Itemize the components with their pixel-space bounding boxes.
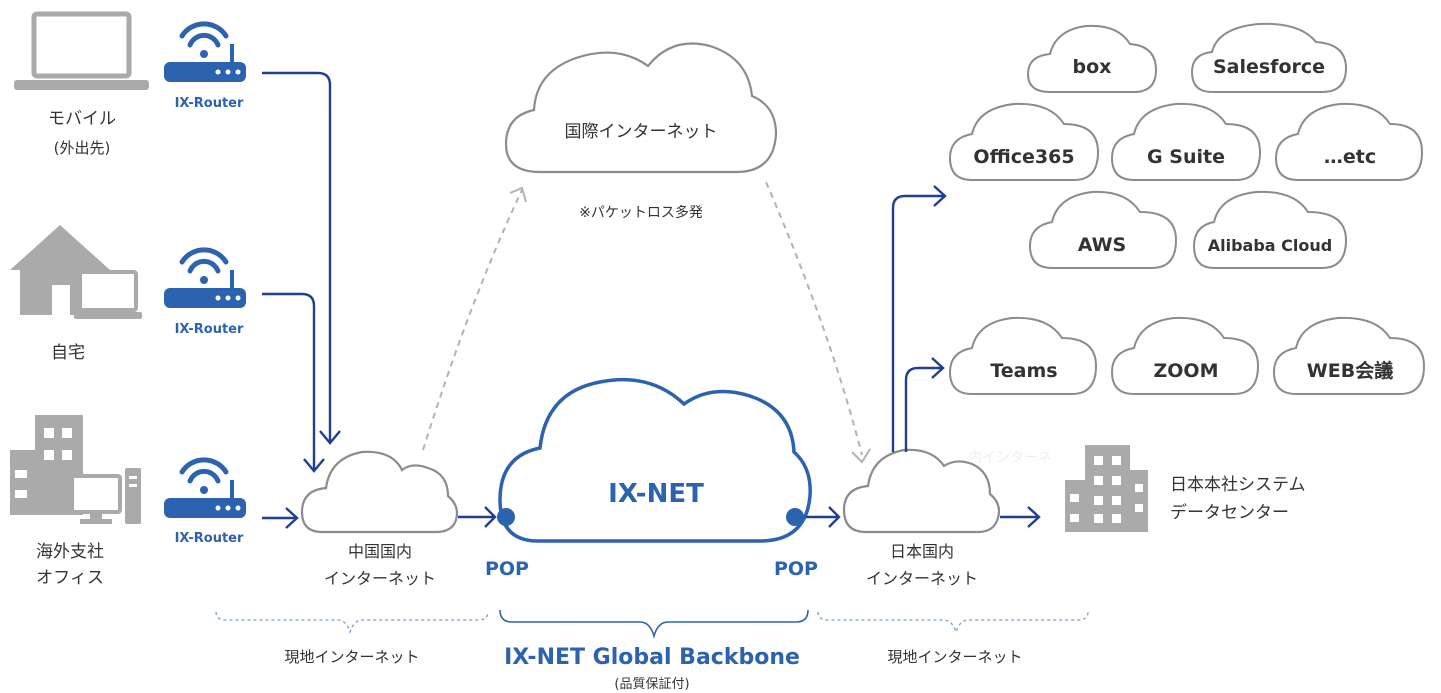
service-cloud-etc: …etc	[1274, 102, 1424, 181]
flow-arrow-china-to-pop	[458, 506, 497, 528]
router-icon	[164, 457, 246, 518]
flow-arrow-office	[262, 507, 299, 529]
pop-left-label: POP	[485, 558, 529, 580]
service-label-etc: …etc	[1324, 146, 1376, 168]
packet-loss-note: ※パケットロス多発	[579, 204, 703, 221]
mobile-sublabel: (外出先)	[54, 139, 111, 157]
flow-arrow-mobile	[262, 71, 341, 445]
router-icon	[164, 21, 246, 82]
flow-arrow-to-cloud-services	[891, 185, 947, 452]
service-label-zoom: ZOOM	[1154, 360, 1219, 382]
office-building-icon	[10, 415, 141, 524]
japan-internet-label: 日本国内	[890, 542, 954, 561]
bracket-ixnet-backbone	[499, 609, 809, 639]
dashed-arrow-to-japan	[765, 181, 871, 464]
flow-arrow-home	[262, 292, 325, 473]
hq-building-icon	[1065, 445, 1148, 532]
china-internet-label: 中国国内	[348, 542, 412, 561]
service-cloud-web-meeting: WEB会議	[1272, 316, 1426, 395]
pop-left-node	[497, 508, 515, 526]
router-label-mobile: IX-Router	[175, 96, 244, 111]
hq-label: 日本本社システム	[1170, 475, 1306, 495]
service-label-box: box	[1073, 56, 1112, 78]
service-label-alibaba: Alibaba Cloud	[1208, 236, 1332, 255]
flow-arrow-to-meeting-services	[904, 357, 945, 452]
service-label-office365: Office365	[973, 146, 1074, 168]
japan-internet-sublabel: インターネット	[866, 569, 978, 588]
service-label-gsuite: G Suite	[1147, 146, 1225, 168]
dashed-arrow-to-intl	[422, 186, 527, 451]
service-label-teams: Teams	[990, 360, 1057, 382]
flow-arrow-to-hq	[1000, 506, 1041, 528]
router-icon	[164, 247, 246, 308]
hq-sublabel: データセンター	[1170, 502, 1289, 523]
service-cloud-gsuite: G Suite	[1110, 102, 1262, 181]
japan-internet-cloud	[842, 448, 1001, 534]
service-cloud-alibaba: Alibaba Cloud	[1192, 190, 1348, 269]
service-label-salesforce: Salesforce	[1213, 56, 1325, 78]
service-cloud-aws: AWS	[1028, 190, 1178, 269]
router-label-home: IX-Router	[175, 322, 244, 337]
service-cloud-office365: Office365	[948, 102, 1100, 181]
router-label-office: IX-Router	[175, 531, 244, 546]
pop-right-label: POP	[774, 558, 818, 580]
office-sublabel: オフィス	[36, 568, 104, 588]
ixnet-label: IX-NET	[608, 479, 704, 509]
service-cloud-zoom: ZOOM	[1110, 316, 1260, 395]
bracket-local-internet-left	[215, 611, 489, 635]
service-cloud-teams: Teams	[948, 316, 1098, 395]
bracket-local-internet-right	[817, 611, 1089, 635]
service-label-aws: AWS	[1078, 234, 1127, 256]
intl-internet-cloud	[504, 42, 778, 174]
house-icon	[10, 225, 142, 319]
office-label: 海外支社	[36, 542, 104, 562]
laptop-icon	[14, 11, 149, 90]
local-internet-label-right: 現地インターネット	[887, 648, 1022, 666]
mobile-label: モバイル	[48, 109, 116, 129]
service-label-web-meeting: WEB会議	[1307, 359, 1393, 382]
china-internet-sublabel: インターネット	[324, 569, 436, 588]
service-cloud-salesforce: Salesforce	[1190, 22, 1348, 93]
ghost-text: 内インターネ	[968, 450, 1052, 466]
service-cloud-box: box	[1026, 24, 1158, 93]
flow-arrow-pop-to-japan	[806, 506, 841, 528]
home-label: 自宅	[51, 343, 85, 363]
backbone-label: IX-NET Global Backbone	[504, 645, 800, 670]
pop-right-node	[786, 508, 804, 526]
backbone-sublabel: (品質保証付)	[614, 677, 689, 692]
ixnet-cloud	[498, 377, 812, 543]
local-internet-label-left: 現地インターネット	[284, 648, 419, 666]
china-internet-cloud	[300, 450, 459, 534]
intl-internet-label: 国際インターネット	[565, 122, 718, 142]
